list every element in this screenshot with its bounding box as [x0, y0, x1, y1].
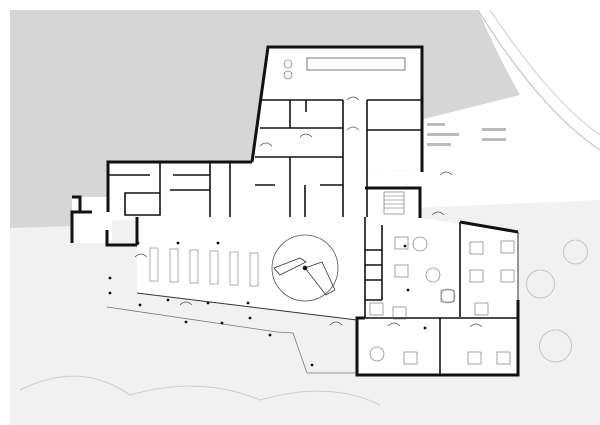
doors	[134, 96, 483, 328]
garden-path	[489, 9, 600, 136]
column	[138, 303, 142, 307]
column	[310, 363, 314, 367]
door-swing	[469, 323, 483, 328]
table-group	[500, 269, 515, 283]
interior-walls	[108, 99, 518, 375]
atrium-stair	[273, 257, 336, 296]
round-table	[440, 288, 456, 304]
table-group	[496, 351, 511, 365]
door-swing	[259, 142, 273, 147]
column	[423, 326, 427, 330]
stair-block	[383, 191, 405, 215]
spiral-stair-atrium	[271, 234, 339, 302]
column	[403, 244, 407, 248]
column	[220, 321, 224, 325]
column	[136, 241, 140, 245]
door-swing	[299, 133, 313, 138]
trees-right	[526, 239, 588, 363]
column	[166, 298, 170, 302]
door-swing	[387, 322, 401, 327]
table-group	[392, 306, 407, 320]
door-swing	[179, 301, 193, 306]
furniture	[369, 236, 515, 365]
column	[176, 241, 180, 245]
column	[108, 276, 112, 280]
table-group	[467, 351, 482, 365]
table-icon	[283, 70, 293, 80]
columns	[108, 241, 427, 367]
table-group	[469, 241, 484, 255]
exterior-walls	[70, 45, 520, 377]
bookshelf	[189, 249, 199, 284]
column	[216, 241, 220, 245]
bookshelf	[209, 250, 219, 285]
door-swing	[329, 321, 343, 326]
parking-marks	[427, 123, 506, 146]
column	[206, 301, 210, 305]
column	[248, 316, 252, 320]
door-swing	[439, 171, 453, 176]
door-swing	[346, 96, 360, 101]
column	[108, 291, 112, 295]
round-table	[425, 267, 441, 283]
door-swing	[431, 211, 445, 216]
stage-platform	[306, 57, 406, 71]
table-group	[469, 269, 484, 283]
table-group	[500, 240, 515, 254]
column	[268, 333, 272, 337]
bookshelf	[169, 248, 179, 283]
table-group	[394, 264, 409, 278]
bookshelf	[249, 252, 259, 287]
door-swing	[346, 126, 360, 131]
table-group	[394, 236, 409, 250]
building-floor	[72, 47, 518, 375]
column	[246, 301, 250, 305]
column	[406, 288, 410, 292]
table-group	[474, 302, 489, 316]
bookshelves	[149, 247, 259, 287]
table-group	[369, 302, 384, 316]
round-table	[412, 236, 428, 252]
garden-path	[477, 9, 600, 151]
bookshelf	[149, 247, 159, 282]
column	[184, 320, 188, 324]
glass-facade	[136, 232, 519, 321]
hedge-outline	[19, 375, 381, 406]
bookshelf	[229, 251, 239, 286]
round-table	[369, 346, 385, 362]
table-group	[403, 351, 418, 365]
door-swing	[134, 253, 148, 258]
table-icon	[283, 59, 293, 69]
